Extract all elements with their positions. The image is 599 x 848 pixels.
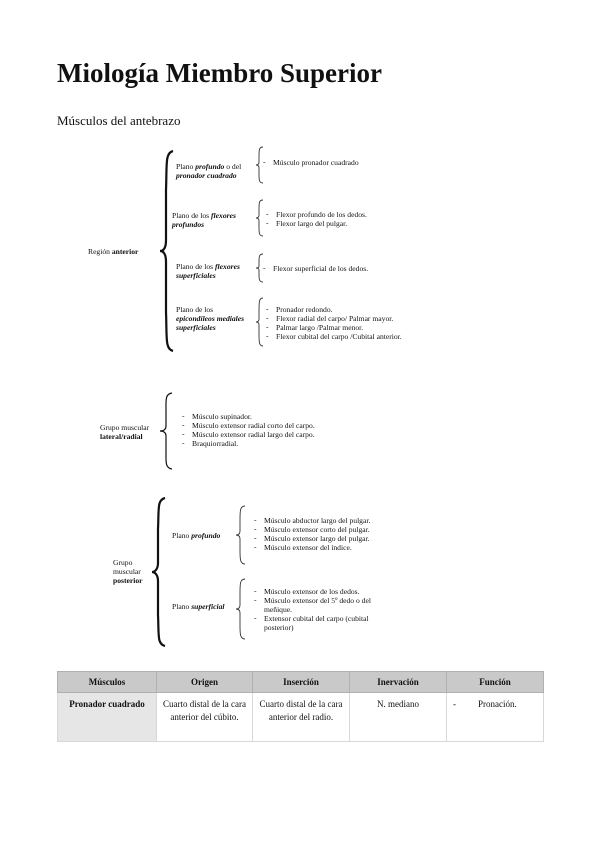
page-title: Miología Miembro Superior bbox=[57, 58, 382, 88]
list-item: Músculo extensor de los dedos. bbox=[254, 586, 389, 596]
posterior-group-1-label: Plano profundo bbox=[172, 531, 221, 540]
muscles-table: Músculos Origen Inserción Inervación Fun… bbox=[57, 671, 544, 742]
lateral-list: Músculo supinador. Músculo extensor radi… bbox=[182, 411, 315, 448]
anterior-group-3-list: Flexor superficial de los dedos. bbox=[263, 263, 368, 273]
list-item: Músculo extensor del índice. bbox=[254, 542, 370, 552]
header-insercion: Inserción bbox=[252, 671, 350, 693]
posterior-group-2-label: Plano superficial bbox=[172, 602, 225, 611]
list-item: Flexor cubital del carpo /Cubital anteri… bbox=[266, 331, 402, 341]
section-subtitle: Músculos del antebrazo bbox=[57, 113, 181, 128]
posterior-group-2-brace bbox=[235, 578, 246, 640]
anterior-group-3-label: Plano de los flexores superficiales bbox=[176, 262, 240, 280]
list-item: Músculo extensor radial corto del carpo. bbox=[182, 420, 315, 430]
anterior-group-1-brace bbox=[255, 146, 264, 184]
list-item: Extensor cubital del carpo (cubital post… bbox=[254, 613, 384, 632]
list-item: Flexor profundo de los dedos. bbox=[266, 209, 367, 219]
anterior-group-1-label: Plano profundo o del pronador cuadrado bbox=[176, 162, 242, 180]
region-anterior-label: Región anterior bbox=[88, 247, 139, 256]
lateral-brace bbox=[159, 392, 173, 470]
posterior-main-brace bbox=[151, 496, 166, 648]
anterior-group-4-label: Plano de los epicondíleos mediales super… bbox=[176, 305, 245, 332]
cell-origen: Cuarto distal de la cara anterior del cú… bbox=[156, 692, 253, 742]
lateral-group-label: Grupo muscular lateral/radial bbox=[100, 423, 150, 441]
posterior-group-2-list: Músculo extensor de los dedos. Músculo e… bbox=[254, 586, 389, 632]
list-item: Músculo pronador cuadrado bbox=[263, 157, 359, 167]
header-musculos: Músculos bbox=[57, 671, 157, 693]
list-item: Pronador redondo. bbox=[266, 304, 402, 314]
posterior-group-1-list: Músculo abductor largo del pulgar. Múscu… bbox=[254, 515, 370, 552]
header-origen: Origen bbox=[156, 671, 253, 693]
anterior-group-4-list: Pronador redondo. Flexor radial del carp… bbox=[266, 304, 402, 341]
list-item: Braquiorradial. bbox=[182, 438, 315, 448]
anterior-group-4-brace bbox=[255, 297, 264, 347]
header-inervacion: Inervación bbox=[349, 671, 447, 693]
list-item: Músculo extensor largo del pulgar. bbox=[254, 533, 370, 543]
list-item: Flexor radial del carpo/ Palmar mayor. bbox=[266, 313, 402, 323]
list-item: Flexor superficial de los dedos. bbox=[263, 263, 368, 273]
list-item: Flexor largo del pulgar. bbox=[266, 218, 367, 228]
anterior-main-brace bbox=[159, 149, 174, 353]
list-item: Músculo abductor largo del pulgar. bbox=[254, 515, 370, 525]
anterior-group-3-brace bbox=[255, 253, 264, 283]
list-item: Músculo extensor corto del pulgar. bbox=[254, 524, 370, 534]
anterior-group-2-list: Flexor profundo de los dedos. Flexor lar… bbox=[266, 209, 367, 228]
cell-funcion: - Pronación. bbox=[446, 692, 544, 742]
posterior-group-label: Grupo muscular posterior bbox=[113, 558, 143, 585]
posterior-group-1-brace bbox=[235, 505, 246, 565]
funcion-text: Pronación. bbox=[478, 699, 517, 709]
anterior-group-2-brace bbox=[255, 199, 264, 237]
table-row: Pronador cuadrado Cuarto distal de la ca… bbox=[57, 692, 544, 742]
list-item: Músculo extensor radial largo del carpo. bbox=[182, 429, 315, 439]
cell-musculo: Pronador cuadrado bbox=[57, 692, 157, 742]
bullet: - bbox=[453, 699, 456, 709]
anterior-group-1-list: Músculo pronador cuadrado bbox=[263, 157, 359, 167]
cell-insercion: Cuarto distal de la cara anterior del ra… bbox=[252, 692, 350, 742]
list-item: Músculo supinador. bbox=[182, 411, 315, 421]
header-funcion: Función bbox=[446, 671, 544, 693]
list-item: Músculo extensor del 5º dedo o del meñiq… bbox=[254, 595, 389, 614]
list-item: Palmar largo /Palmar menor. bbox=[266, 322, 402, 332]
anterior-group-2-label: Plano de los flexores profundos bbox=[172, 211, 236, 229]
cell-inervacion: N. mediano bbox=[349, 692, 447, 742]
